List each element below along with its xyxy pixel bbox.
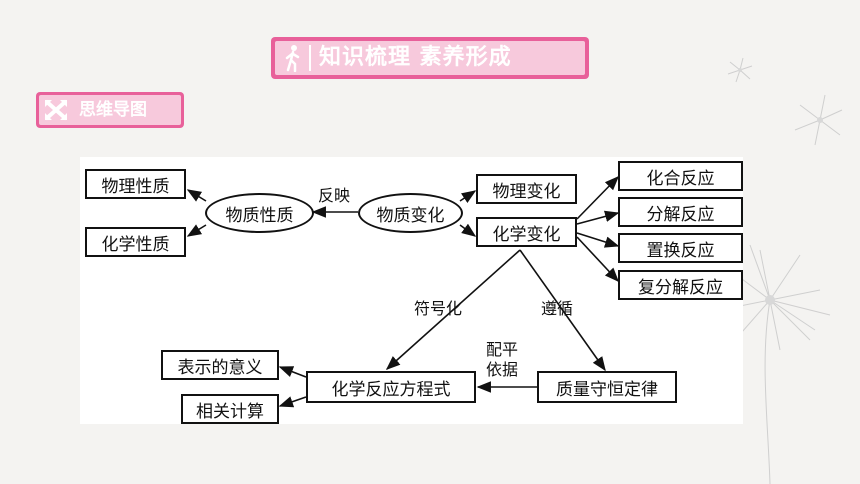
node-matter-change: 物质变化: [358, 193, 463, 233]
node-physical-change: 物理变化: [476, 174, 577, 204]
label-symbolize: 符号化: [414, 299, 463, 318]
node-decomposition: 分解反应: [618, 197, 743, 227]
node-meaning: 表示的意义: [161, 350, 279, 380]
arrow-to-meaning: [278, 366, 307, 378]
arrow-to-physical-change: [459, 190, 477, 203]
arrow-to-combination: [576, 175, 620, 220]
arrow-to-physical-property: [186, 189, 207, 202]
node-chemical-change: 化学变化: [476, 217, 577, 247]
page-title: 知识梳理 素养形成: [319, 45, 512, 70]
concept-map-arrows: [186, 175, 620, 408]
node-chemical-property: 化学性质: [85, 227, 186, 257]
node-conservation: 质量守恒定律: [537, 371, 677, 403]
cross-arrows-icon: [45, 100, 67, 120]
dandelion-decoration: [719, 57, 843, 484]
label-follow: 遵循: [541, 299, 574, 318]
node-equation: 化学反应方程式: [306, 371, 476, 403]
section-title-banner: 知识梳理 素养形成: [271, 37, 589, 79]
arrow-to-chemical-property: [186, 224, 207, 237]
node-displacement: 置换反应: [618, 233, 743, 263]
arrow-to-displacement: [576, 232, 620, 248]
arrow-to-equation: [385, 249, 521, 370]
node-combination: 化合反应: [618, 161, 743, 191]
label-balance-2: 依据: [486, 360, 519, 379]
node-matter-property: 物质性质: [205, 193, 314, 233]
title-separator: [309, 45, 311, 71]
node-double-decomposition: 复分解反应: [618, 270, 743, 300]
arrow-to-decomposition: [576, 210, 620, 225]
label-reflect: 反映: [318, 186, 351, 205]
arrow-to-chemical-change: [459, 223, 477, 237]
walking-person-icon: [285, 45, 300, 72]
concept-map: 物理性质 化学性质 物质性质 反映 物质变化 物理变化 化学变化 化合反应 分解…: [80, 157, 743, 424]
node-calculation: 相关计算: [181, 394, 279, 424]
arrow-to-double-decomposition: [576, 236, 619, 283]
mind-map-label: 思维导图: [79, 100, 147, 120]
label-balance-1: 配平: [486, 340, 519, 359]
arrow-to-calculation: [278, 396, 307, 408]
mind-map-tag: 思维导图: [36, 92, 184, 128]
arrow-to-conservation: [519, 249, 606, 372]
node-physical-property: 物理性质: [85, 169, 186, 199]
